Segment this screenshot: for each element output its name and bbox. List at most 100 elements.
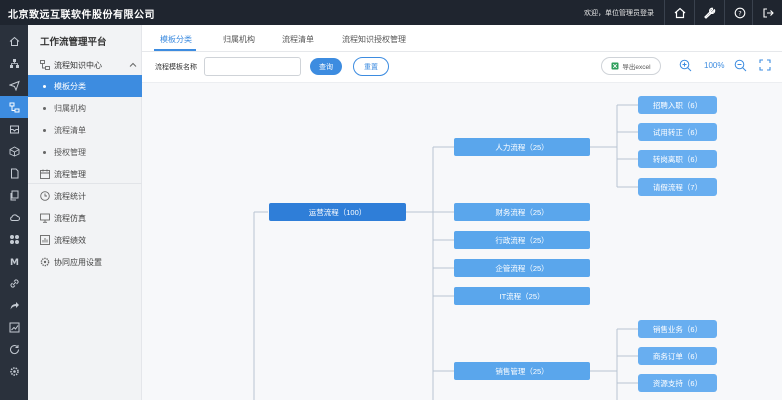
tree-connectors <box>253 104 638 400</box>
process-tree-canvas[interactable]: 运营流程（100） 人力流程（25） 财务流程（25） 行政流程（25） 企管流… <box>142 83 782 400</box>
query-button[interactable]: 查询 <box>310 58 342 75</box>
sidebar-group-label: 流程知识中心 <box>54 61 102 70</box>
rail-settings[interactable] <box>0 360 28 382</box>
rail-send[interactable] <box>0 74 28 96</box>
tools-button[interactable] <box>694 0 724 25</box>
workflow-icon <box>9 102 19 112</box>
sidebar-item-process-stats[interactable]: 流程统计 <box>28 185 142 207</box>
help-icon: ? <box>734 7 745 18</box>
rail-refresh[interactable] <box>0 338 28 360</box>
svg-text:?: ? <box>738 9 741 17</box>
rail-cloud[interactable] <box>0 206 28 228</box>
tab-org[interactable]: 归属机构 <box>223 35 255 44</box>
tree-node-root[interactable]: 运营流程（100） <box>269 203 406 221</box>
tab-template-category[interactable]: 模板分类 <box>160 35 192 44</box>
tab-bar: 模板分类 归属机构 流程清单 流程知识授权管理 <box>142 25 782 52</box>
cloud-icon <box>9 213 20 221</box>
rail-org[interactable] <box>0 52 28 74</box>
tab-process-list[interactable]: 流程清单 <box>282 35 314 44</box>
excel-icon <box>611 62 619 70</box>
clock-icon <box>40 191 50 201</box>
help-button[interactable]: ? <box>724 0 754 25</box>
top-header: 北京致远互联软件股份有限公司 欢迎，单位管理员登录 ? <box>0 0 782 25</box>
sidebar-item-template-category[interactable]: 模板分类 <box>28 75 142 97</box>
sidebar-item-label: 授权管理 <box>54 148 86 157</box>
sidebar-divider <box>28 183 142 184</box>
tree-node-recruitment[interactable]: 招聘入职（6） <box>638 96 717 114</box>
sidebar-item-authorization[interactable]: 授权管理 <box>28 141 142 163</box>
sidebar-item-process-list[interactable]: 流程清单 <box>28 119 142 141</box>
rail-share[interactable] <box>0 294 28 316</box>
sidebar-item-label: 归属机构 <box>54 104 86 113</box>
gear-icon <box>40 257 50 267</box>
rail-box[interactable] <box>0 140 28 162</box>
tree-node-it[interactable]: IT流程（25） <box>454 287 590 305</box>
sidebar-item-label: 流程清单 <box>54 126 86 135</box>
tree-node-leave-request[interactable]: 请假流程（7） <box>638 178 717 196</box>
sidebar-item-label: 流程统计 <box>54 192 86 201</box>
rail-doc[interactable] <box>0 162 28 184</box>
chart-icon <box>9 322 19 332</box>
cube-icon <box>9 145 19 156</box>
active-tab-indicator <box>154 49 196 51</box>
monitor-icon <box>40 213 50 223</box>
rail-apps[interactable] <box>0 228 28 250</box>
tree-node-probation[interactable]: 试用转正（6） <box>638 123 717 141</box>
rail-home[interactable] <box>0 30 28 52</box>
logout-icon <box>762 7 774 18</box>
search-toolbar: 流程模板名称 查询 重置 导出excel 100% <box>142 52 782 83</box>
rail-files[interactable] <box>0 184 28 206</box>
sidebar-item-org[interactable]: 归属机构 <box>28 97 142 119</box>
bar-chart-icon <box>40 235 50 245</box>
tree-node-finance[interactable]: 财务流程（25） <box>454 203 590 221</box>
template-name-input[interactable] <box>204 57 301 76</box>
rail-chart[interactable] <box>0 316 28 338</box>
sidebar-item-process-simulation[interactable]: 流程仿真 <box>28 207 142 229</box>
tree-node-business-order[interactable]: 商务订单（6） <box>638 347 717 365</box>
tab-knowledge-authorization[interactable]: 流程知识授权管理 <box>342 35 406 44</box>
rail-inbox[interactable] <box>0 118 28 140</box>
sidebar-item-collab-settings[interactable]: 协同应用设置 <box>28 251 142 273</box>
org-chart-icon <box>9 58 19 68</box>
tree-node-admin[interactable]: 行政流程（25） <box>454 231 590 249</box>
tree-node-sales[interactable]: 销售管理（25） <box>454 362 590 380</box>
inbox-icon <box>9 125 19 133</box>
share-icon <box>10 301 19 309</box>
apps-icon <box>9 234 19 244</box>
zoom-in-icon[interactable] <box>679 59 692 72</box>
sidebar-item-label: 流程仿真 <box>54 214 86 223</box>
welcome-text: 欢迎，单位管理员登录 <box>584 10 654 17</box>
chevron-up-icon <box>129 62 137 67</box>
tree-node-enterprise[interactable]: 企管流程（25） <box>454 259 590 277</box>
zoom-out-icon[interactable] <box>734 59 747 72</box>
home-button[interactable] <box>664 0 694 25</box>
export-label: 导出excel <box>622 64 651 71</box>
rail-workflow[interactable] <box>0 96 28 118</box>
refresh-icon <box>9 344 19 354</box>
sidebar-item-label: 流程管理 <box>54 170 86 179</box>
link-icon <box>9 278 19 288</box>
tree-node-sales-business[interactable]: 销售业务（6） <box>638 320 717 338</box>
tree-node-hr[interactable]: 人力流程（25） <box>454 138 590 156</box>
tree-node-transfer-leave[interactable]: 转岗离职（6） <box>638 150 717 168</box>
gear-icon <box>9 366 19 376</box>
wrench-icon <box>703 7 715 19</box>
workflow-icon <box>40 60 50 70</box>
svg-text:M: M <box>10 258 19 267</box>
sidebar-group-knowledge-center[interactable]: 流程知识中心 <box>28 55 142 75</box>
home-icon <box>9 36 19 46</box>
fit-screen-icon[interactable] <box>759 59 771 71</box>
document-icon <box>10 168 18 178</box>
sidebar-item-label: 协同应用设置 <box>54 258 102 267</box>
sidebar-item-process-management[interactable]: 流程管理 <box>28 163 142 185</box>
sidebar-item-process-performance[interactable]: 流程绩效 <box>28 229 142 251</box>
export-excel-button[interactable]: 导出excel <box>601 57 661 75</box>
files-icon <box>10 190 18 200</box>
tree-node-resource-support[interactable]: 资源支持（6） <box>638 374 717 392</box>
sidebar-item-label: 模板分类 <box>54 82 86 91</box>
rail-link[interactable] <box>0 272 28 294</box>
reset-button[interactable]: 重置 <box>353 57 389 76</box>
rail-m[interactable]: M <box>0 250 28 272</box>
paper-plane-icon <box>8 80 20 91</box>
logout-button[interactable] <box>752 0 782 25</box>
